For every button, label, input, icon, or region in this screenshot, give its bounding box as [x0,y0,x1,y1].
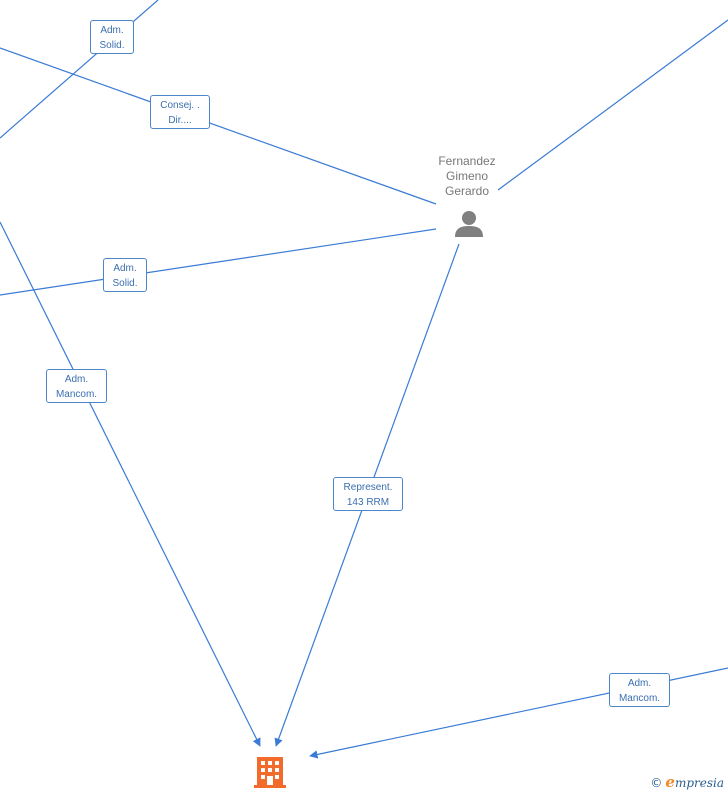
edge-label-line-1: Adm. [100,25,124,36]
edge-label-consej-dir[interactable]: Consej. . Dir.... [150,95,210,129]
person-name-line-1: Fernandez [438,154,496,168]
edge-line-adm-solid-top [0,0,159,139]
edge-label-line-2: Solid. [112,278,138,289]
building-icon[interactable] [254,757,286,788]
edge-label-line-1: Represent. [343,482,393,493]
edge-label-adm-mancom-left[interactable]: Adm. Mancom. [46,369,107,403]
person-icon[interactable] [455,211,483,237]
edge-line-adm-solid-middle [0,228,437,296]
edge-label-line-2: Dir.... [168,115,192,126]
edge-label-line-1: Consej. . [160,100,200,111]
edge-label-represent[interactable]: Represent. 143 RRM [333,477,403,511]
person-name-line-3: Gerardo [444,184,490,198]
edge-label-line-2: Mancom. [55,389,98,400]
brand-name-rest: mpresia [674,776,724,790]
person-name-line-2: Gimeno [445,169,489,183]
edge-line-consej-dir [0,47,437,205]
edge-label-line-2: Solid. [99,40,125,51]
edge-label-adm-mancom-right[interactable]: Adm. Mancom. [609,673,670,707]
edge-label-line-1: Adm. [64,374,89,385]
edge-label-adm-solid-middle[interactable]: Adm. Solid. [103,258,147,292]
edge-label-line-2: 143 RRM [346,497,390,508]
brand-logo: ©empresia [650,773,724,791]
person-name[interactable]: Fernandez Gimeno Gerardo [417,154,517,199]
edge-label-line-1: Adm. [113,263,137,274]
brand-first-letter: e [665,773,675,791]
edge-label-line-2: Mancom. [618,693,661,704]
edge-label-adm-solid-top[interactable]: Adm. Solid. [90,20,134,54]
edge-label-line-1: Adm. [627,678,652,689]
copyright-symbol: © [650,776,663,790]
edge-line-adm-mancom-left [0,221,261,747]
edge-line-person-top-right [497,19,728,191]
